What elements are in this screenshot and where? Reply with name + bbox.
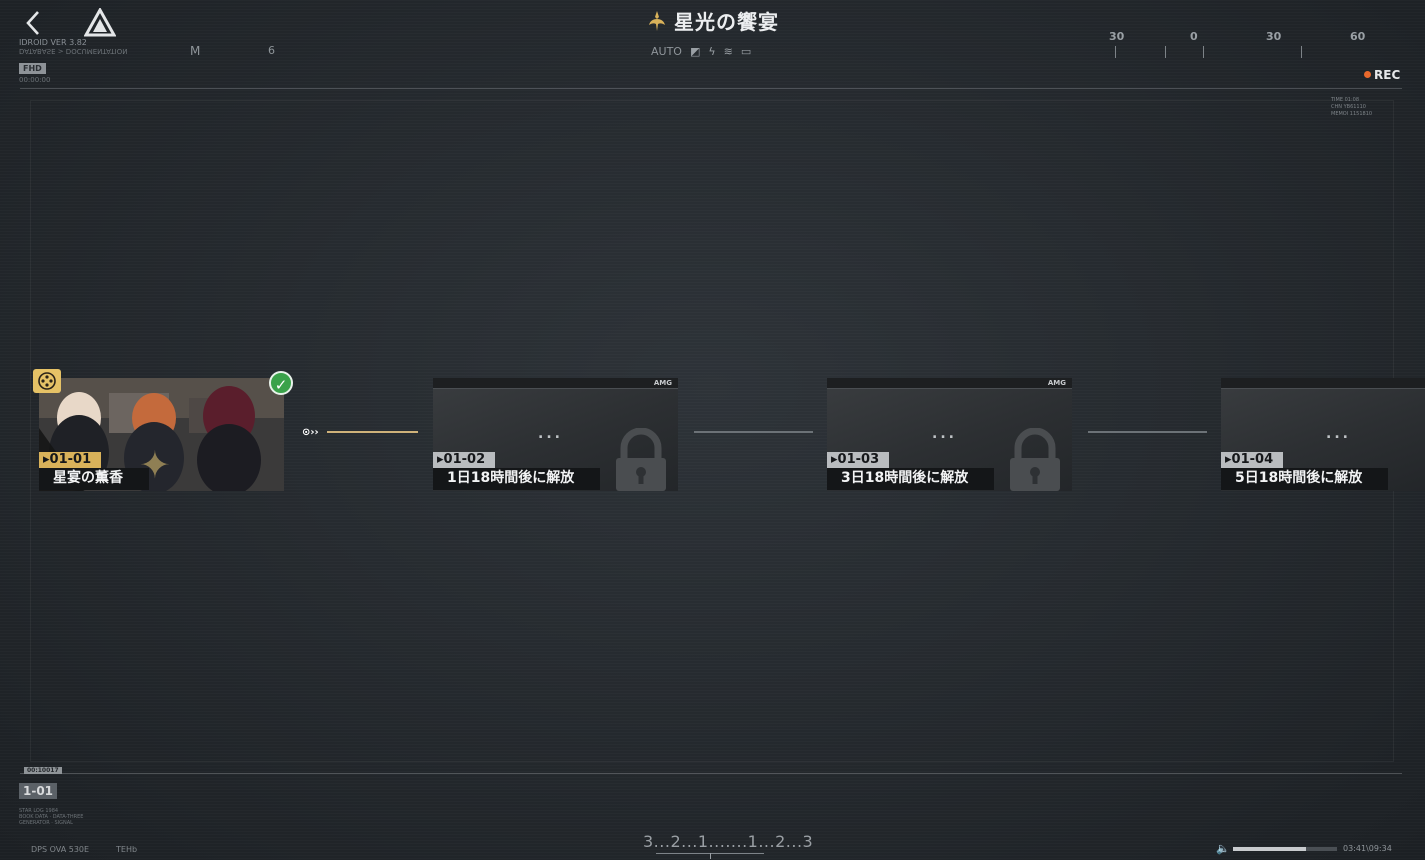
info-line: TIME 01:08 — [1331, 97, 1360, 103]
stage-code: ▸01-03 — [827, 452, 890, 468]
footer-tag: 00:10017 — [24, 767, 62, 774]
ruler-label: 60 — [1350, 30, 1366, 43]
playback-time: 03:41\09:34 — [1343, 844, 1392, 853]
stage-code: ▸01-02 — [433, 452, 496, 468]
meta-line: GENERATOR · SIGNAL — [19, 820, 73, 826]
back-button[interactable] — [20, 8, 50, 38]
ruler-tick — [1203, 46, 1204, 58]
stage-code-text: 01-03 — [837, 452, 880, 467]
countdown-label: 3...2...1.......1...2...3 — [643, 832, 814, 851]
home-logo-button[interactable] — [83, 6, 117, 38]
mode-label: M — [190, 44, 201, 58]
title-bar: 星光の饗宴 — [0, 6, 1425, 35]
rec-indicator: REC — [1364, 68, 1400, 82]
ruler-label: 30 — [1266, 30, 1282, 43]
stage-code-text: 01-04 — [1231, 452, 1274, 467]
stage-connector — [1088, 431, 1207, 433]
triangle-logo-icon — [83, 6, 117, 37]
battery-icon: ▭ — [740, 45, 752, 58]
wifi-icon: ≋ — [723, 45, 733, 58]
ruler-label: 0 — [1190, 30, 1198, 43]
volume-fill — [1233, 847, 1306, 851]
locked-topbar: AMG — [433, 378, 678, 389]
fleur-emblem-icon — [649, 10, 665, 31]
locked-dots: ... — [538, 426, 563, 442]
footer-divider — [20, 773, 1402, 774]
current-stage-label: 1-01 — [19, 783, 58, 799]
stage-name: 星宴の薫香 — [39, 468, 149, 490]
stage-connector — [327, 431, 418, 433]
brightness-icon: ◩ — [689, 45, 701, 58]
ruler-tick — [1301, 46, 1302, 58]
countdown-tick — [710, 853, 711, 859]
meta-line: STAR LOG 1984 — [19, 808, 59, 814]
volume-slider[interactable] — [1233, 847, 1337, 851]
locked-topbar: AMG — [827, 378, 1072, 389]
ruler-label: 30 — [1109, 30, 1125, 43]
auto-label: AUTO — [651, 45, 682, 58]
unlock-time-label: 1日18時間後に解放 — [433, 468, 601, 490]
six-label: 6 — [268, 44, 275, 57]
stage-node-01-04[interactable]: ... ▸01-04 5日18時間後に解放 — [1221, 378, 1425, 491]
locked-dots: ... — [1326, 426, 1351, 442]
lock-icon — [1010, 428, 1060, 491]
unlock-time-label: 5日18時間後に解放 — [1221, 468, 1389, 490]
charging-icon: ϟ — [708, 45, 716, 58]
footer-left-label-2: TEHb — [116, 845, 138, 854]
status-bar: AUTO ◩ ϟ ≋ ▭ — [651, 45, 751, 58]
page-title: 星光の饗宴 — [674, 10, 779, 34]
ruler-tick — [1115, 46, 1116, 58]
locked-dots: ... — [932, 426, 957, 442]
info-line: MEMOI 1151810 — [1331, 111, 1373, 117]
stage-code-text: 01-01 — [49, 452, 92, 467]
stage-node-01-01[interactable]: ✦ ✓ ▸01-01 星宴の薫香 — [33, 369, 293, 491]
stage-code: ▸01-04 — [1221, 452, 1284, 468]
info-readout: TIME 01:08 CHN YB61110 MEMOI 1151810 — [1331, 97, 1372, 118]
brand-label: AMG — [1047, 379, 1066, 387]
chevron-left-icon — [26, 11, 39, 35]
stage-connector — [694, 431, 813, 433]
path-start-arrow-icon: ⊙›› — [302, 427, 319, 438]
header-divider — [20, 88, 1402, 89]
lock-icon — [616, 428, 666, 491]
footer-meta: STAR LOG 1984 BOOK DATA · DATA-THREE GEN… — [19, 808, 83, 826]
cleared-check-icon: ✓ — [269, 371, 293, 395]
info-line: CHN YB61110 — [1331, 104, 1366, 110]
version-label: IDROID VER 3.82 — [19, 38, 87, 47]
ruler-tick — [1165, 46, 1166, 58]
locked-topbar — [1221, 378, 1425, 389]
timecode-label: 00:00:00 — [19, 76, 51, 84]
stage-code-text: 01-02 — [443, 452, 486, 467]
film-reel-icon — [33, 369, 61, 393]
meta-line: BOOK DATA · DATA-THREE — [19, 814, 84, 820]
stage-node-01-02[interactable]: AMG ... ▸01-02 1日18時間後に解放 — [433, 378, 678, 491]
resolution-badge: FHD — [19, 63, 46, 74]
footer-left-label: DPS OVA 530E — [31, 845, 90, 854]
unlock-time-label: 3日18時間後に解放 — [827, 468, 995, 490]
brand-label: AMG — [653, 379, 672, 387]
stage-node-01-03[interactable]: AMG ... ▸01-03 3日18時間後に解放 — [827, 378, 1072, 491]
character-artwork-image: ✦ — [39, 378, 284, 491]
path-label: DATABASE > DOCUMENTATION — [19, 47, 128, 55]
stage-code: ▸01-01 — [39, 452, 102, 468]
volume-icon[interactable]: 🔈 — [1216, 842, 1230, 855]
